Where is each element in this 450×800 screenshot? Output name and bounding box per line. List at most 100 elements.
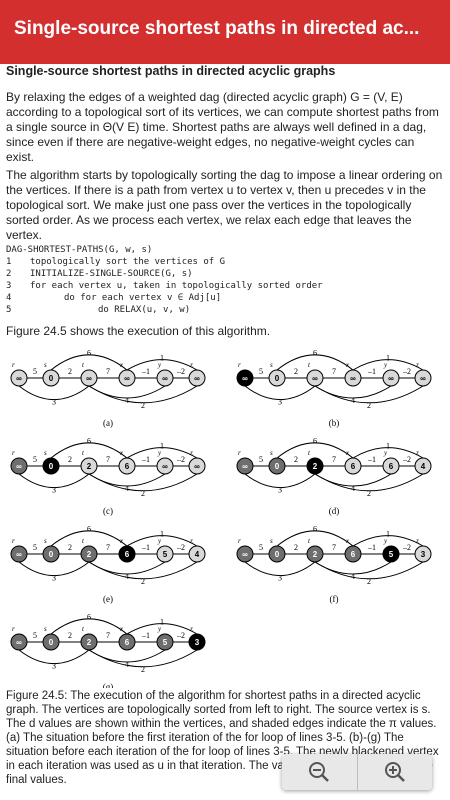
edge-weight-label: 2 <box>294 455 298 464</box>
edge-weight-label: 6 <box>313 349 317 358</box>
edge-weight-label: 6 <box>313 437 317 446</box>
edge-weight-label: –2 <box>402 455 411 464</box>
vertex-name: x <box>119 449 124 457</box>
dag-vertex <box>156 545 174 563</box>
edge-weight-label: –1 <box>141 455 150 464</box>
dag-edge <box>126 535 198 547</box>
dag-vertex <box>188 369 206 387</box>
vertex-d-value: 2 <box>87 638 92 647</box>
vertex-name: y <box>157 625 162 633</box>
edge-weight-label: 2 <box>367 489 371 498</box>
vertex-d-value: 0 <box>49 374 54 383</box>
dag-vertex <box>42 457 60 475</box>
vertex-name: t <box>82 625 85 633</box>
edge-weight-label: –1 <box>141 631 150 640</box>
zoom-out-button[interactable] <box>282 754 357 790</box>
edge-weight-label: 1 <box>386 354 390 363</box>
dag-edge <box>244 473 316 489</box>
vertex-name: x <box>119 361 124 369</box>
dag-edge <box>50 354 128 371</box>
vertex-name: z <box>189 625 193 633</box>
edge-weight-label: 1 <box>386 442 390 451</box>
edge-weight-label: 2 <box>68 543 72 552</box>
dag-vertex <box>118 545 136 563</box>
dag-vertex <box>268 545 286 563</box>
panel-label: (e) <box>103 594 113 604</box>
pseudocode-header: DAG-SHORTEST-PATHS(G, w, s) <box>6 245 153 255</box>
dag-edge <box>18 385 90 401</box>
vertex-name: y <box>157 449 162 457</box>
vertex-name: s <box>44 361 47 369</box>
dag-edge <box>88 473 198 492</box>
dag-vertex <box>80 457 98 475</box>
vertex-name: t <box>308 361 311 369</box>
figure-intro: Figure 24.5 shows the execution of this … <box>6 324 271 338</box>
vertex-name: r <box>12 537 15 545</box>
vertex-name: r <box>238 449 241 457</box>
vertex-name: y <box>157 361 162 369</box>
dag-vertex <box>10 633 28 651</box>
vertex-d-value: ∞ <box>312 374 318 383</box>
dag-edge <box>126 359 198 371</box>
vertex-d-value: 4 <box>421 462 426 471</box>
edge-weight-label: 2 <box>68 631 72 640</box>
panel-label: (b) <box>329 418 340 428</box>
dag-edge <box>126 623 198 635</box>
vertex-name: s <box>44 625 47 633</box>
vertex-d-value: 0 <box>275 374 280 383</box>
dag-vertex <box>80 369 98 387</box>
dag-edge <box>314 561 424 580</box>
edge-weight-label: 3 <box>278 486 282 495</box>
dag-vertex <box>80 545 98 563</box>
vertex-name: t <box>82 537 85 545</box>
vertex-name: y <box>383 537 388 545</box>
figure-caption: Figure 24.5: The execution of the algori… <box>6 690 439 786</box>
vertex-d-value: 2 <box>313 550 318 559</box>
dag-edge <box>276 354 354 371</box>
dag-vertex <box>306 457 324 475</box>
vertex-d-value: ∞ <box>242 462 248 471</box>
dag-vertex <box>188 457 206 475</box>
edge-weight-label: 5 <box>33 367 37 376</box>
vertex-d-value: ∞ <box>16 638 22 647</box>
vertex-d-value: 6 <box>125 638 130 647</box>
dag-edge <box>352 447 424 459</box>
vertex-d-value: ∞ <box>162 374 168 383</box>
vertex-d-value: 6 <box>389 462 394 471</box>
vertex-name: y <box>383 449 388 457</box>
edge-weight-label: 4 <box>125 396 129 405</box>
vertex-name: z <box>189 537 193 545</box>
edge-weight-label: 4 <box>351 396 355 405</box>
edge-weight-label: 4 <box>351 484 355 493</box>
dag-vertex <box>382 545 400 563</box>
vertex-d-value: 5 <box>163 638 168 647</box>
vertex-d-value: ∞ <box>350 374 356 383</box>
dag-edge <box>88 385 198 404</box>
vertex-d-value: 2 <box>87 462 92 471</box>
vertex-name: r <box>238 361 241 369</box>
vertex-name: x <box>345 449 350 457</box>
edge-weight-label: –2 <box>176 455 185 464</box>
edge-weight-label: 5 <box>33 543 37 552</box>
zoom-in-button[interactable] <box>356 754 432 790</box>
vertex-d-value: ∞ <box>124 374 130 383</box>
vertex-name: s <box>270 449 273 457</box>
dag-edge <box>88 561 198 580</box>
vertex-name: r <box>12 449 15 457</box>
panel-label: (f) <box>330 594 339 604</box>
edge-weight-label: 1 <box>160 354 164 363</box>
vertex-d-value: 3 <box>195 638 200 647</box>
edge-weight-label: –1 <box>141 367 150 376</box>
vertex-d-value: 0 <box>49 638 54 647</box>
dag-edge <box>18 473 90 489</box>
dag-edge <box>50 530 128 547</box>
edge-weight-label: 2 <box>68 367 72 376</box>
edge-weight-label: 7 <box>106 455 110 464</box>
edge-weight-label: 2 <box>68 455 72 464</box>
edge-weight-label: 2 <box>294 543 298 552</box>
vertex-name: x <box>345 537 350 545</box>
vertex-d-value: 2 <box>313 462 318 471</box>
dag-edge <box>352 535 424 547</box>
